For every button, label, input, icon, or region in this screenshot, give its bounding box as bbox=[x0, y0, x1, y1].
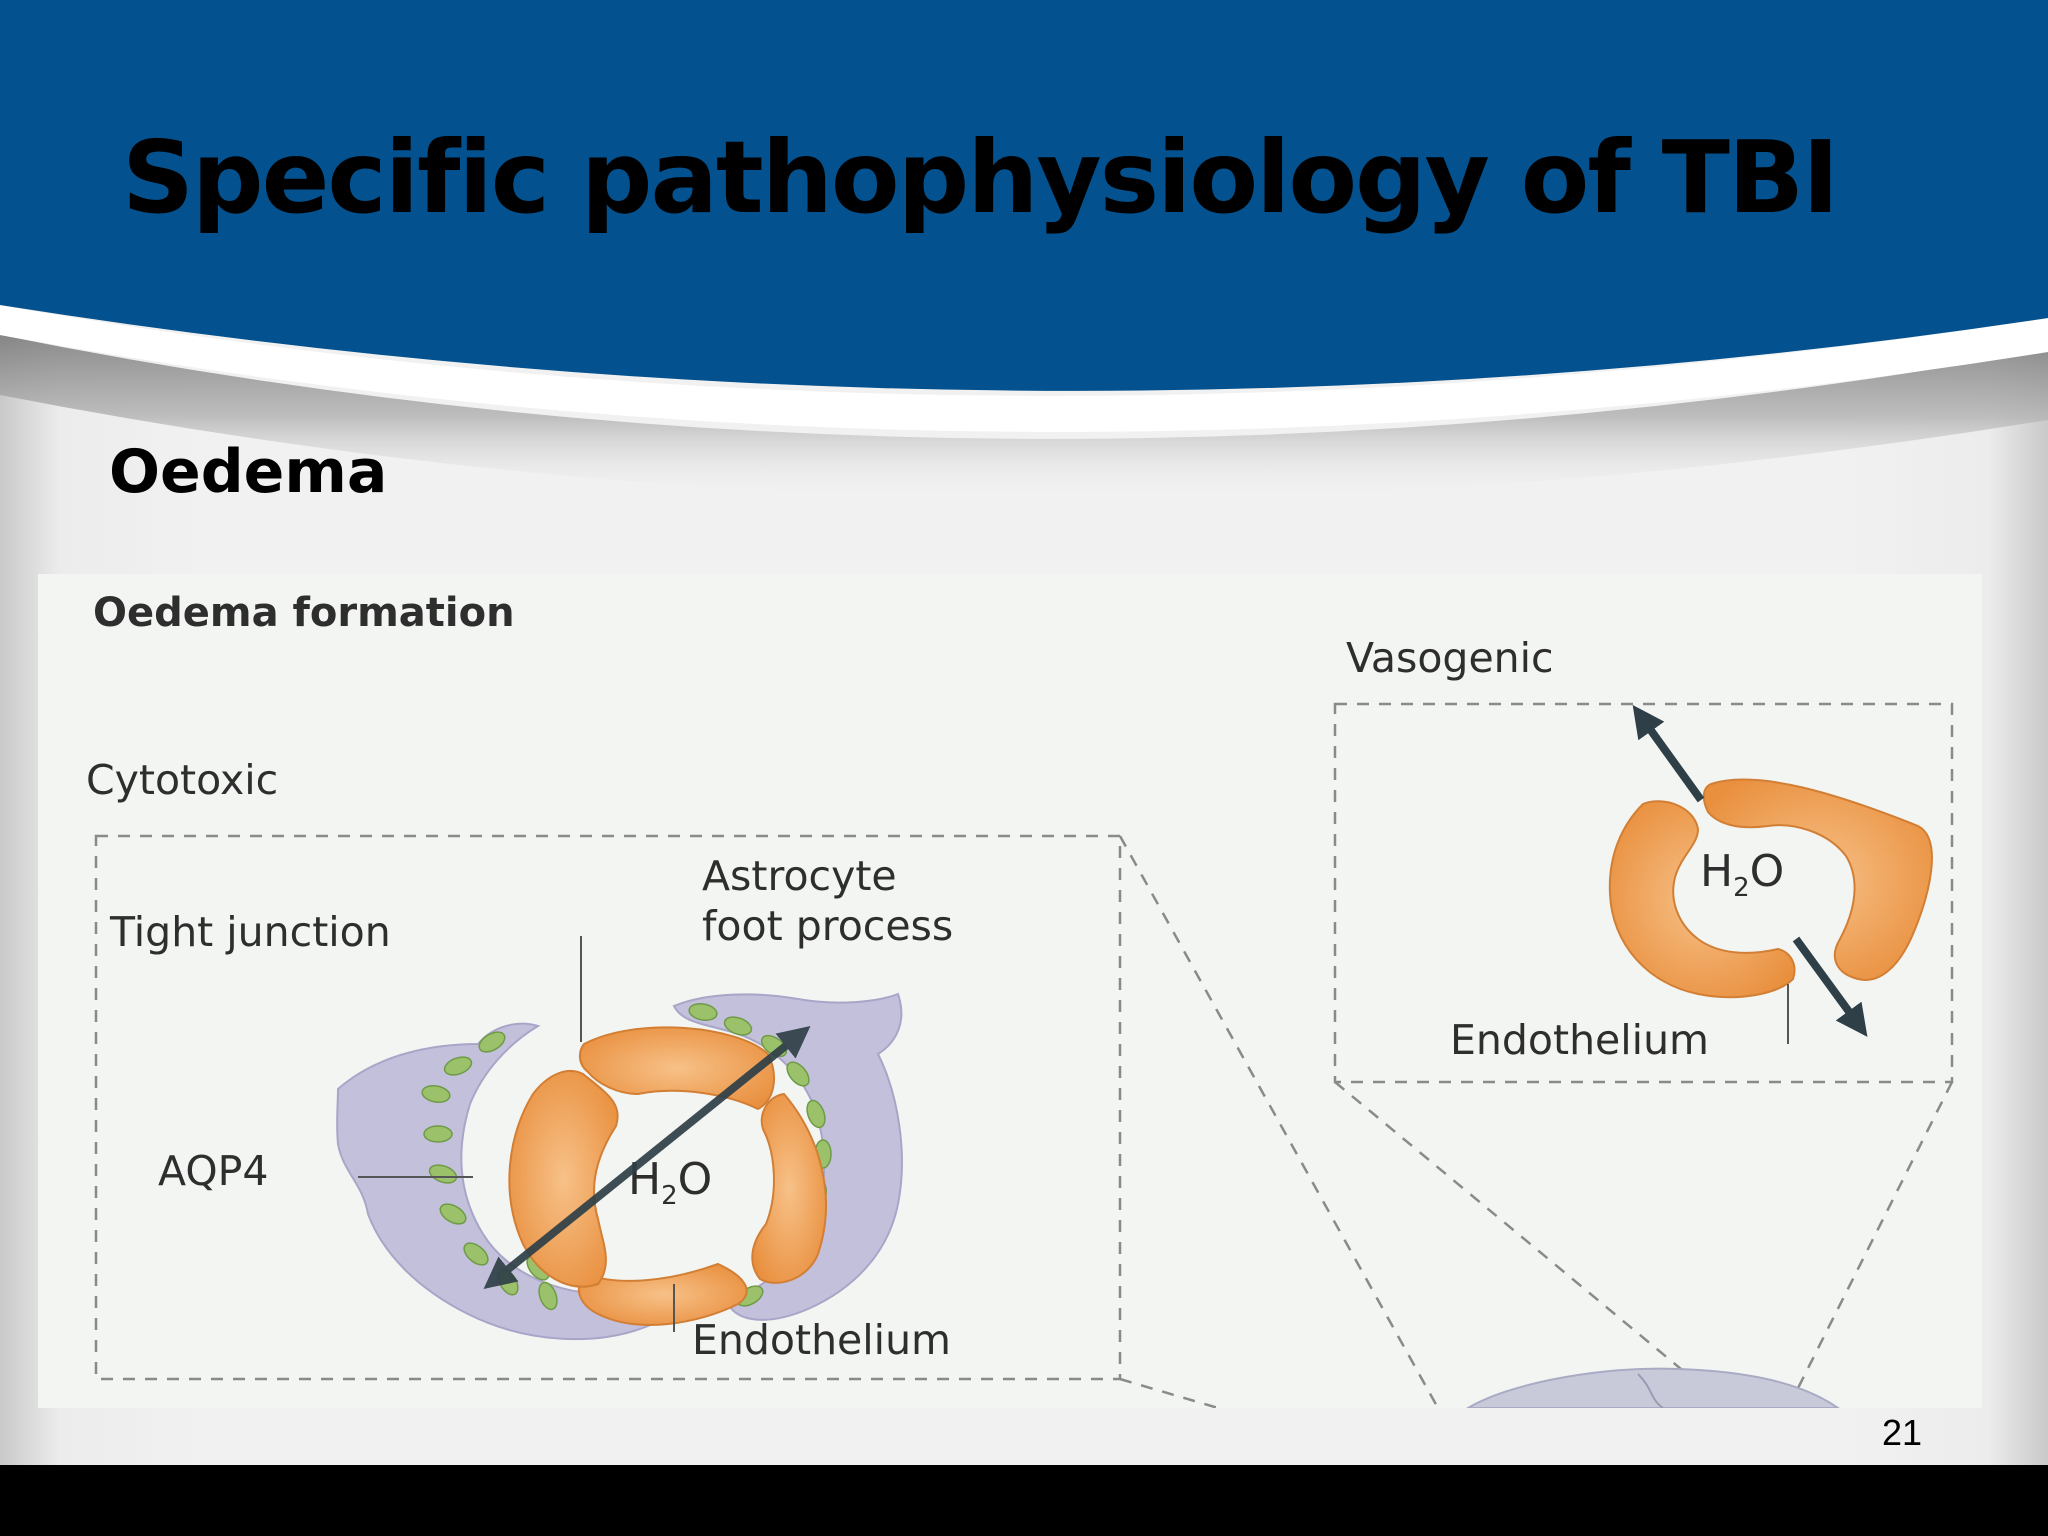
vasogenic-label: Vasogenic bbox=[1346, 634, 1554, 682]
header-blue bbox=[0, 0, 2048, 391]
brain-fold bbox=[1637, 1373, 1664, 1408]
header-white-swoosh bbox=[0, 305, 2048, 432]
astrocyte-label-line1: Astrocyte bbox=[702, 852, 897, 900]
tight-junction-label: Tight junction bbox=[109, 908, 391, 956]
aqp4-channel bbox=[423, 1125, 453, 1143]
zoom-lines bbox=[1118, 835, 1954, 1408]
aqp4-channel bbox=[428, 1164, 458, 1184]
vasogenic-arrow-out-top bbox=[1632, 705, 1705, 803]
aqp4-channel bbox=[688, 1003, 718, 1021]
vasogenic-panel-box bbox=[1333, 702, 1954, 1084]
aqp4-channel bbox=[421, 1085, 451, 1103]
cytotoxic-panel-box bbox=[94, 834, 1122, 1381]
figure-title: Oedema formation bbox=[93, 590, 515, 636]
brain-illustration bbox=[1466, 1367, 1840, 1408]
vasogenic-endothelium bbox=[1608, 778, 1933, 999]
header-shadow bbox=[0, 335, 2048, 500]
vasogenic-water-label: H2O bbox=[1700, 846, 1784, 903]
slide-title: Specific pathophysiology of TBI bbox=[122, 119, 1839, 236]
bottom-black-bar bbox=[0, 1465, 2048, 1536]
section-heading: Oedema bbox=[109, 437, 388, 507]
aqp4-label: AQP4 bbox=[158, 1147, 268, 1195]
slide: Specific pathophysiology of TBI Oedema O… bbox=[0, 0, 2048, 1465]
oedema-diagram: Oedema formation Cytotoxic H2O bbox=[86, 590, 1954, 1408]
astrocyte-label-line2: foot process bbox=[702, 902, 953, 950]
cytotoxic-label: Cytotoxic bbox=[86, 756, 278, 804]
aqp4-channel bbox=[439, 1203, 467, 1225]
vasogenic-arrow-out-bottom bbox=[1792, 936, 1868, 1037]
page-number: 21 bbox=[1881, 1412, 1922, 1453]
header-band bbox=[0, 0, 2048, 500]
oedema-figure: Oedema formation Cytotoxic H2O bbox=[38, 574, 1982, 1408]
cytotoxic-endothelium-label: Endothelium bbox=[692, 1316, 951, 1364]
cytotoxic-water-arrow bbox=[483, 1025, 811, 1290]
aqp4-channel bbox=[443, 1056, 473, 1076]
vasogenic-endothelium-label: Endothelium bbox=[1450, 1016, 1709, 1064]
